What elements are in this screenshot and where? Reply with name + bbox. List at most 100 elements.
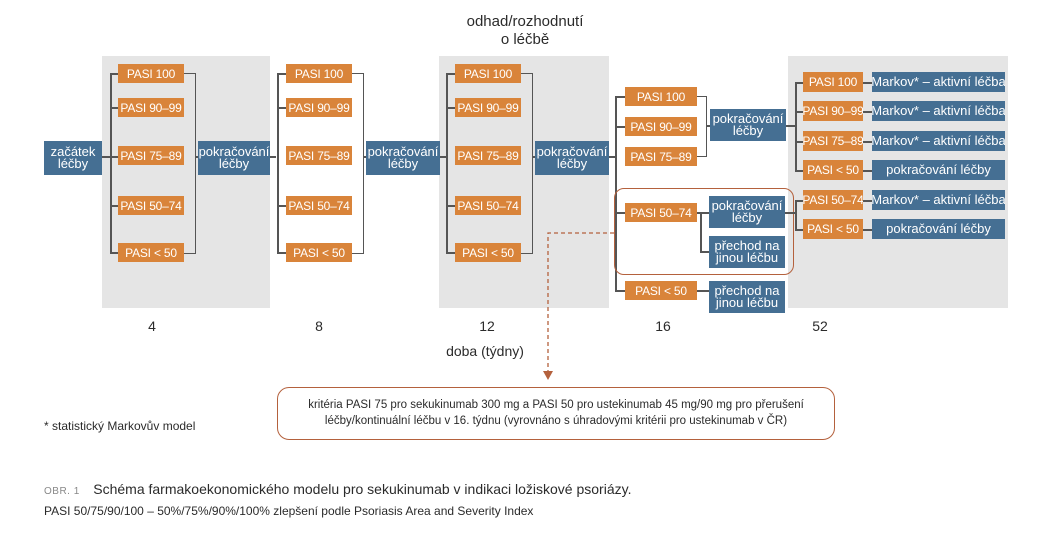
connector <box>795 82 797 171</box>
connector <box>795 82 803 84</box>
connector <box>277 73 279 253</box>
connector <box>863 170 872 172</box>
pasi-50-74-w12: PASI 50–74 <box>455 196 521 215</box>
tick-week-52: 52 <box>812 318 828 334</box>
connector <box>440 156 446 158</box>
pasi-50-74-w52: PASI 50–74 <box>803 190 863 210</box>
connector <box>110 73 118 75</box>
pasi-75-89-w16: PASI 75–89 <box>625 147 697 166</box>
criteria-note: kritéria PASI 75 pro sekukinumab 300 mg … <box>277 387 835 440</box>
pasi-90-99-w16: PASI 90–99 <box>625 117 697 136</box>
panel-week-52 <box>788 56 1008 308</box>
connector <box>700 212 702 252</box>
continue-box-w16b: pokračování léčby <box>709 196 785 228</box>
caption-title: Schéma farmakoekonomického modelu pro se… <box>93 481 632 497</box>
connector <box>277 252 286 254</box>
connector <box>795 141 803 143</box>
tick-week-16: 16 <box>655 318 671 334</box>
connector <box>277 73 286 75</box>
connector <box>615 212 625 214</box>
connector <box>110 205 118 207</box>
connector <box>700 251 709 253</box>
connector <box>863 229 872 231</box>
pasi-100-w52: PASI 100 <box>803 72 863 92</box>
decision-title-line1: odhad/rozhodnutí <box>466 13 584 30</box>
pasi-lt50-w16: PASI < 50 <box>625 281 697 300</box>
caption-label: OBR. 1 <box>44 486 80 497</box>
connector <box>795 111 803 113</box>
pasi-50-74-w4: PASI 50–74 <box>118 196 184 215</box>
bracket <box>697 96 707 157</box>
connector <box>110 252 118 254</box>
switch-box-w16b: přechod na jinou léčbu <box>709 281 785 313</box>
pasi-100-w8: PASI 100 <box>286 64 352 83</box>
connector <box>786 125 796 127</box>
pasi-75-89-w52: PASI 75–89 <box>803 131 863 151</box>
markov-box-4: Markov* – aktivní léčba <box>872 190 1005 210</box>
continue-box-w52a: pokračování léčby <box>872 160 1005 180</box>
pasi-90-99-w4: PASI 90–99 <box>118 98 184 117</box>
pasi-lt50-w52a: PASI < 50 <box>803 160 863 180</box>
pasi-90-99-w52: PASI 90–99 <box>803 101 863 121</box>
connector <box>609 156 616 158</box>
connector <box>795 229 803 231</box>
continue-box-w12: pokračování léčby <box>535 141 609 175</box>
connector <box>615 126 625 128</box>
pasi-100-w12: PASI 100 <box>455 64 521 83</box>
tick-week-4: 4 <box>148 318 156 334</box>
tick-week-8: 8 <box>315 318 323 334</box>
pasi-75-89-w12: PASI 75–89 <box>455 146 521 165</box>
connector <box>446 107 455 109</box>
pasi-lt50-w4: PASI < 50 <box>118 243 184 262</box>
pasi-lt50-w8: PASI < 50 <box>286 243 352 262</box>
connector <box>110 107 118 109</box>
switch-box-w16: přechod na jinou léčbu <box>709 236 785 268</box>
connector <box>446 73 455 75</box>
pasi-75-89-w4: PASI 75–89 <box>118 146 184 165</box>
connector <box>863 111 872 113</box>
footnote: * statistický Markovův model <box>44 419 196 433</box>
continue-box-w4: pokračování léčby <box>198 141 270 175</box>
highlight-frame <box>614 188 794 275</box>
pasi-lt50-w52b: PASI < 50 <box>803 219 863 239</box>
connector <box>446 205 455 207</box>
connector <box>277 107 286 109</box>
pasi-50-74-w16: PASI 50–74 <box>625 203 697 222</box>
connector <box>863 141 872 143</box>
pasi-100-w4: PASI 100 <box>118 64 184 83</box>
pasi-90-99-w12: PASI 90–99 <box>455 98 521 117</box>
connector <box>270 156 276 158</box>
connector <box>863 200 872 202</box>
start-box: začátek léčby <box>44 141 102 175</box>
pasi-lt50-w12: PASI < 50 <box>455 243 521 262</box>
pasi-75-89-w8: PASI 75–89 <box>286 146 352 165</box>
connector <box>446 252 455 254</box>
pasi-50-74-w8: PASI 50–74 <box>286 196 352 215</box>
connector <box>615 96 625 98</box>
connector <box>795 170 803 172</box>
caption-subtitle: PASI 50/75/90/100 – 50%/75%/90%/100% zle… <box>44 504 534 518</box>
markov-box-2: Markov* – aktivní léčba <box>872 101 1005 121</box>
bracket <box>184 73 196 254</box>
connector <box>795 200 797 230</box>
continue-box-w52b: pokračování léčby <box>872 219 1005 239</box>
connector <box>615 290 625 292</box>
connector <box>277 205 286 207</box>
connector <box>446 73 448 253</box>
tick-week-12: 12 <box>479 318 495 334</box>
axis-label: doba (týdny) <box>446 343 524 359</box>
decision-title: odhad/rozhodnutí o léčbě <box>440 13 610 49</box>
bracket <box>521 73 533 254</box>
continue-box-w16: pokračování léčby <box>710 109 786 141</box>
markov-box-3: Markov* – aktivní léčba <box>872 131 1005 151</box>
figure-caption: OBR. 1 Schéma farmakoekonomického modelu… <box>44 481 631 499</box>
connector <box>697 290 709 292</box>
connector <box>707 125 711 127</box>
connector <box>863 82 872 84</box>
bracket <box>352 73 364 254</box>
connector <box>697 212 709 214</box>
markov-box-1: Markov* – aktivní léčba <box>872 72 1005 92</box>
pasi-100-w16: PASI 100 <box>625 87 697 106</box>
connector <box>785 212 796 214</box>
